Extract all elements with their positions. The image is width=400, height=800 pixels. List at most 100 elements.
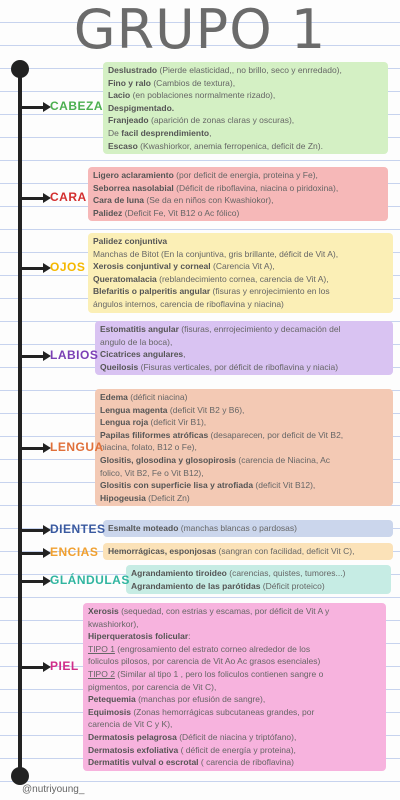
term-bold: Cicatrices angulares [100,349,184,360]
section-line: Cara de luna (Se da en niños con Kwashio… [93,194,383,207]
section-label-cara: CARA [50,190,87,204]
section-box-dientes: Esmalte moteado (manchas blancas o pardo… [103,520,393,537]
section-line: Queilosis (Fisuras verticales, por défic… [100,361,388,374]
description-text: (fisuras, enrrojecimiento y decamación d… [178,324,341,334]
section-line: Hipogeusia (Deficit Zn) [100,492,388,505]
description-text: folico, Vit B2, Fe o Vit B12), [100,467,204,478]
section-line: Deslustrado (Pierde elasticidad,, no bri… [108,64,383,77]
section-label-piel: PIEL [50,659,79,673]
section-line: Xerosis (sequedad, con estrias y escamas… [88,605,381,618]
section-line: Agrandamiento tiroideo (carencias, quist… [131,567,386,580]
term-bold: Hemorrágicas, esponjosas [108,546,217,556]
section-label-cabeza: CABEZA [50,99,103,113]
author-handle: @nutriyoung_ [22,784,85,795]
description-text: : [188,631,191,642]
term-bold: Hiperqueratosis folicular [88,631,189,642]
section-line: Cicatrices angulares, [100,348,388,361]
section-line: carencia de Vit C y K), [88,718,381,731]
description-text: angulo de la boca), [100,336,173,347]
section-line: foliculos pilosos, por carencia de Vit A… [88,655,381,668]
term-bold: Queilosis [100,361,139,372]
term-bold: Xerosis [88,606,119,616]
arrow-icon [22,351,51,361]
description-text: ( carencia de riboflavina) [198,757,294,768]
section-line: Lengua roja (deficit Vir B1), [100,416,388,429]
term-bold: Escaso [108,140,138,151]
section-box-encias: Hemorrágicas, esponjosas (sangran con fa… [103,543,393,560]
description-text: (desaparecen, por deficit de Vit B2, [208,429,344,440]
term-bold: Estomatitis angular [100,324,179,334]
arrow-icon [22,525,51,535]
section-line: Blefaritis o palperitis angular (fisuras… [93,285,388,298]
section-label-labios: LABIOS [50,348,99,362]
section-line: Escaso (Kwashiorkor, anemia ferropenica,… [108,140,383,153]
section-line: Edema (déficit niacina) [100,391,388,404]
section-line: folico, Vit B2, Fe o Vit B12), [100,467,388,480]
section-line: ángulos internos, carencia de riboflavin… [93,298,388,311]
section-line: Papilas filiformes atróficas (desaparece… [100,429,388,442]
term-bold: Equimosis [88,706,131,717]
term-bold: Agrandamiento de las parótidas [131,580,261,591]
description-text: (Kwashiorkor, anemia ferropenica, defici… [137,140,323,151]
term-bold: Agrandamiento tiroideo [131,568,227,578]
term-bold: Xerosis conjuntival y corneal [93,261,211,272]
description-text: , [183,349,186,360]
term-bold: Lacio [108,90,131,101]
section-line: Dermatosis exfoliativa ( déficit de ener… [88,744,381,757]
term-bold: Glositis con superficie lisa y atrofiada [100,480,254,491]
term-bold: Petequemia [88,694,136,705]
description-text: ( déficit de energía y proteina), [178,744,296,755]
description-text: (Déficit de niacina y triptófano), [176,731,297,742]
arrow-icon [22,263,51,273]
term-bold: Blefaritis o palperitis angular [93,286,211,297]
section-line: kwashiorkor), [88,618,381,631]
section-line: angulo de la boca), [100,336,388,349]
section-line: Petequemia (manchas por efusión de sangr… [88,693,381,706]
section-line: TIPO 2 (Similar al tipo 1 , pero los fol… [88,668,381,681]
section-line: Glositis, glosodina y glosopirosis (care… [100,454,388,467]
term-bold: facil desprendimiento [121,127,210,138]
description-text: ángulos internos, carencia de riboflavin… [93,298,284,309]
description-text: Manchas de Bitot (En la conjuntiva, gris… [93,248,339,259]
term-bold: Edema [100,392,128,402]
section-line: Ligero aclaramiento (por deficit de ener… [93,169,383,182]
description-text: (carencia de Niacina, Ac [236,454,331,465]
section-line: Franjeado (aparición de zonas claras y o… [108,114,383,127]
description-text: (Deficit Zn) [145,492,190,503]
description-text: (por deficit de energia, proteina y Fe), [173,170,318,180]
section-line: Estomatitis angular (fisuras, enrrojecim… [100,323,388,336]
section-line: Hiperqueratosis folicular: [88,630,381,643]
section-box-glándulas: Agrandamiento tiroideo (carencias, quist… [126,565,391,595]
description-text: (Cambios de textura), [150,77,236,88]
description-text: (Pierde elasticidad,, no brillo, seco y … [157,65,342,75]
description-text: (engrosamiento del estrato corneo alrede… [114,643,311,654]
section-box-piel: Xerosis (sequedad, con estrias y escamas… [83,603,386,771]
description-text: niacina, folato, B12 o Fe), [100,442,197,453]
description-text: (sangran con facilidad, deficit Vit C), [216,546,355,556]
description-text: (deficit Vit B12), [253,480,316,491]
term-bold: Dermatosis pelagrosa [88,731,177,742]
section-line: Despigmentado. [108,102,383,115]
term-bold: Lengua roja [100,417,149,428]
section-line: Seborrea nasolabial (Déficit de riboflav… [93,182,383,195]
section-line: Palidez conjuntiva [93,235,388,248]
description-text: (manchas blancas o pardosas) [178,523,297,533]
arrow-icon [22,548,51,558]
description-text: (manchas por efusión de sangre), [135,694,266,705]
description-text: (deficit Vit B2 y B6), [167,404,245,415]
description-text: (sequedad, con estrias y escamas, por dé… [118,606,330,616]
description-text: (Zonas hemorrágicas subcutaneas grandes,… [130,706,315,717]
arrow-icon [22,662,51,672]
section-line: Queratomalacia (reblandecimiento cornea,… [93,273,388,286]
section-line: Glositis con superficie lisa y atrofiada… [100,479,388,492]
description-text: (fisuras y enrojecimiento en los [210,286,330,297]
arrow-icon [22,443,51,453]
section-line: niacina, folato, B12 o Fe), [100,441,388,454]
term-bold: Ligero aclaramiento [93,170,174,180]
term-bold: Dermatitis vulval o escrotal [88,757,199,768]
section-line: Xerosis conjuntival y corneal (Carencia … [93,260,388,273]
term-bold: Palidez [93,207,123,218]
section-line: Palidez (Deficit Fe, Vit B12 o Ac fólico… [93,207,383,220]
description-text: (Déficit de riboflavina, niacina o pirid… [173,182,339,193]
